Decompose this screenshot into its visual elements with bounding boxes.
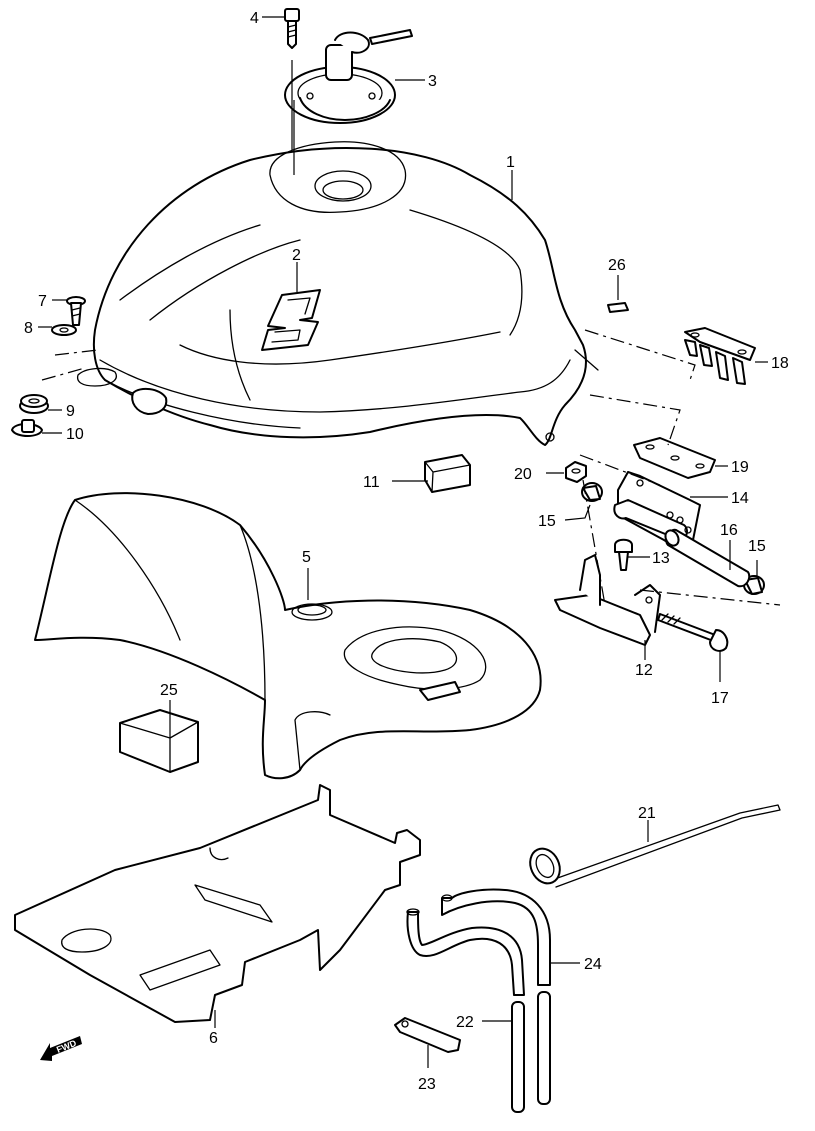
callout-17: 17 xyxy=(711,690,729,707)
callout-16: 16 xyxy=(720,522,738,539)
callout-11: 11 xyxy=(363,474,380,491)
grommet-part xyxy=(19,394,62,414)
callout-21: 21 xyxy=(638,805,656,822)
clip-part xyxy=(607,275,629,313)
hose-24-part xyxy=(441,888,580,1105)
callout-19: 19 xyxy=(731,459,749,476)
screw-part xyxy=(52,296,86,326)
fuel-cap-part xyxy=(284,29,413,124)
callout-2: 2 xyxy=(292,247,301,264)
tank-cover-part xyxy=(34,492,542,780)
callout-14: 14 xyxy=(731,490,749,507)
callout-20: 20 xyxy=(514,466,532,483)
bracket-part xyxy=(554,554,661,660)
callout-15-right: 15 xyxy=(748,538,766,555)
cushion-part xyxy=(392,454,471,493)
emblem-part xyxy=(261,289,321,351)
long-bolt-part xyxy=(657,613,729,682)
callout-6: 6 xyxy=(209,1030,218,1047)
nut-part xyxy=(546,461,587,483)
fuel-tank-part xyxy=(76,141,599,446)
callout-25: 25 xyxy=(160,682,178,699)
callout-labels: 1 2 3 4 5 6 7 8 9 10 11 12 13 14 15 15 1… xyxy=(24,10,789,1093)
prop-rod-part xyxy=(529,804,781,888)
hose-22-part xyxy=(406,908,525,1113)
callout-22: 22 xyxy=(456,1014,474,1031)
collar-part xyxy=(11,419,62,437)
washer-part xyxy=(38,324,77,336)
callout-10: 10 xyxy=(66,426,84,443)
callout-7: 7 xyxy=(38,293,47,310)
callout-23: 23 xyxy=(418,1076,436,1093)
fwd-label: FWD xyxy=(55,1038,78,1055)
upper-rubber-mount-part xyxy=(684,327,768,385)
callout-8: 8 xyxy=(24,320,33,337)
fwd-arrow-icon: FWD xyxy=(40,1036,82,1061)
heat-shield-plate-part xyxy=(14,784,421,1023)
lower-rubber-mount-part xyxy=(633,437,728,479)
callout-1: 1 xyxy=(506,154,515,171)
bolt-13-part xyxy=(614,538,650,571)
callout-4: 4 xyxy=(250,10,259,27)
callout-26: 26 xyxy=(608,257,626,274)
bushing-15-right-part xyxy=(743,560,765,595)
callout-13: 13 xyxy=(652,550,670,567)
cap-bolt-part xyxy=(262,8,300,49)
clamp-part xyxy=(394,1017,461,1068)
callout-9: 9 xyxy=(66,403,75,420)
pivot-pin-part xyxy=(664,528,751,588)
callout-3: 3 xyxy=(428,73,437,90)
bushing-15-left-part xyxy=(564,482,603,521)
callout-5: 5 xyxy=(302,549,311,566)
callout-24: 24 xyxy=(584,956,602,973)
callout-15-left: 15 xyxy=(538,513,556,530)
sponge-block-part xyxy=(119,700,199,773)
callout-18: 18 xyxy=(771,355,789,372)
callout-12: 12 xyxy=(635,662,653,679)
